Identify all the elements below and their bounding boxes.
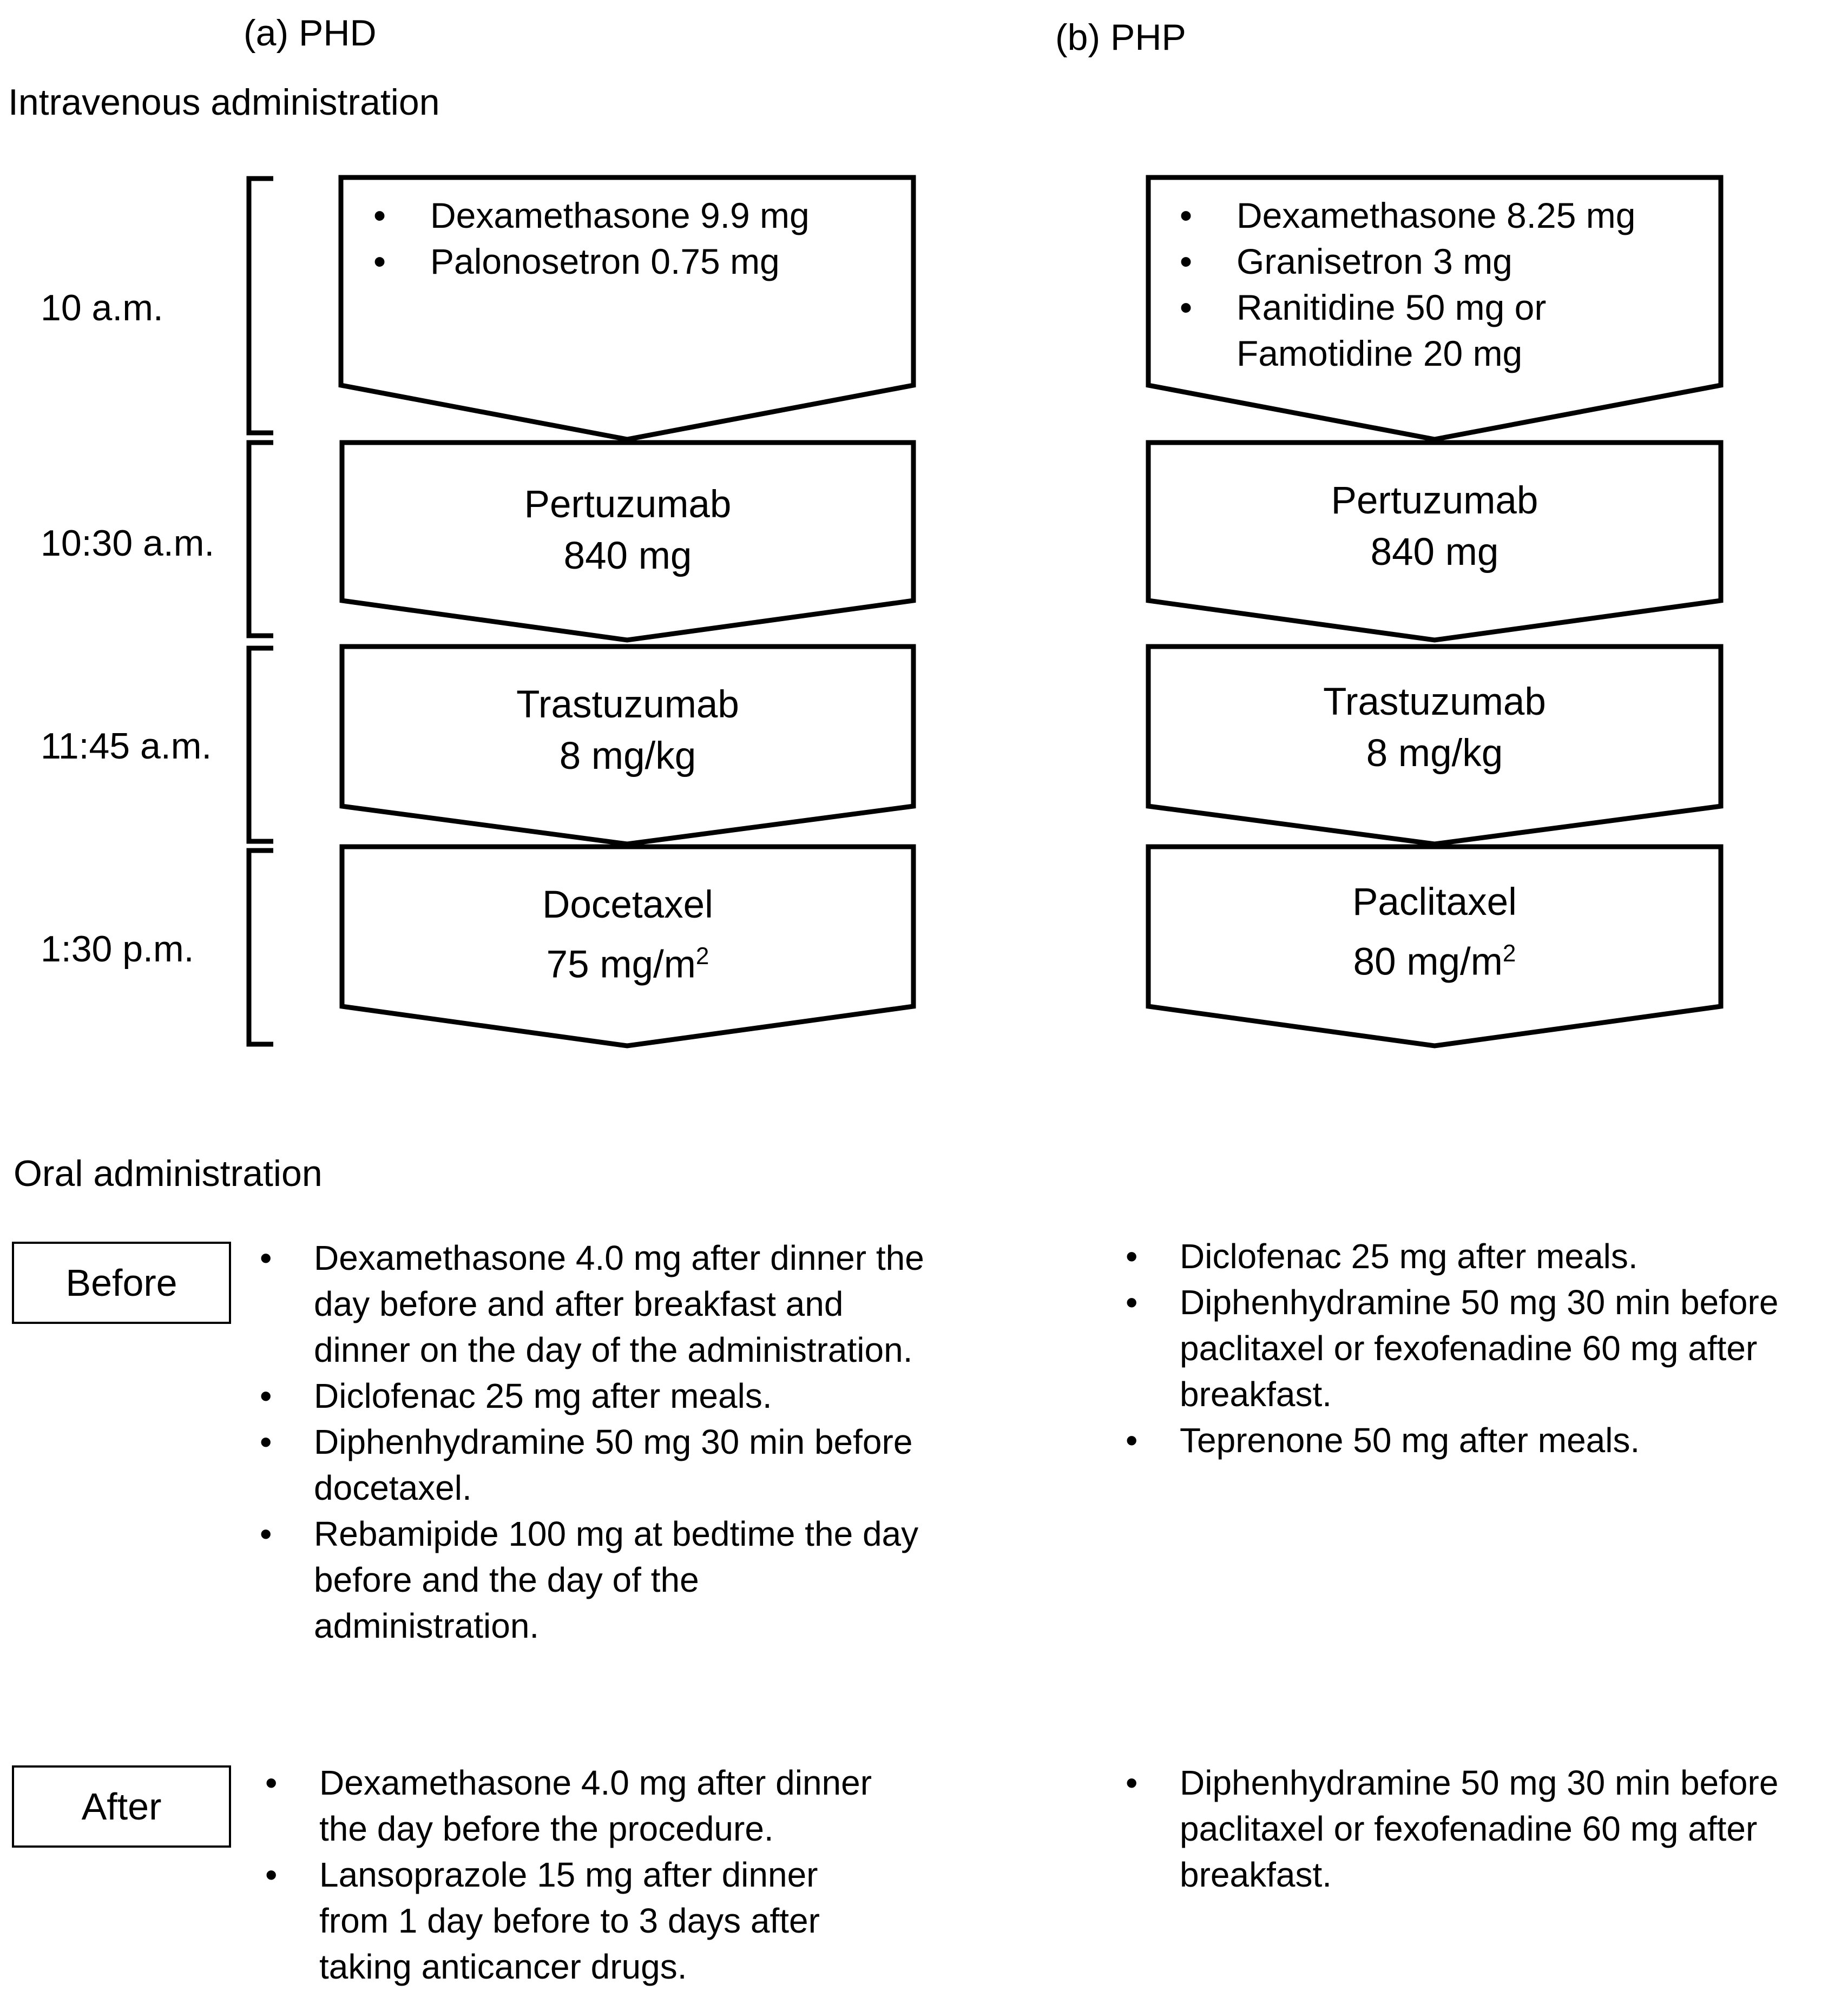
drug-name: Pertuzumab [1331,479,1538,522]
php-arrow-paclitaxel [1146,844,1724,1049]
line: from 1 day before to 3 days after [319,1901,820,1940]
line: administration. [314,1606,540,1645]
line: Diphenhydramine 50 mg 30 min before [1180,1283,1779,1322]
drug-dose: 840 mg [1370,531,1499,573]
drug-name: Docetaxel [542,884,713,926]
php-arrow-trastuzumab [1146,644,1724,847]
bracket-1030am [246,440,273,638]
line: Dexamethasone 4.0 mg after dinner the [314,1238,924,1277]
php-premed-list: Dexamethasone 8.25 mg Granisetron 3 mg R… [1180,193,1636,377]
phd-arrow-docetaxel [339,844,916,1049]
line: Diclofenac 25 mg after meals. [314,1376,772,1415]
line: paclitaxel or fexofenadine 60 mg after [1180,1329,1758,1368]
line: breakfast. [1180,1855,1332,1894]
drug-dose-value: 75 mg/m [546,943,696,986]
list-item: Palonosetron 0.75 mg [373,239,810,285]
line: Diphenhydramine 50 mg 30 min before [1180,1763,1779,1802]
phd-pertuzumab-label: Pertuzumab 840 mg [342,479,913,582]
phd-premed-list: Dexamethasone 9.9 mg Palonosetron 0.75 m… [373,193,810,285]
column-title-phd: (a) PHD [244,12,377,54]
list-item: Granisetron 3 mg [1180,239,1635,285]
before-tag: Before [12,1242,231,1324]
php-trastuzumab-label: Trastuzumab 8 mg/kg [1148,676,1721,779]
section-title-oral: Oral administration [14,1153,323,1194]
php-pertuzumab-label: Pertuzumab 840 mg [1148,475,1721,578]
drug-name: Trastuzumab [516,683,739,726]
drug-name: Trastuzumab [1323,681,1546,723]
list-item: Diclofenac 25 mg after meals. [1126,1234,1778,1280]
line: paclitaxel or fexofenadine 60 mg after [1180,1809,1758,1848]
line: Teprenone 50 mg after meals. [1180,1421,1640,1460]
line: dinner on the day of the administration. [314,1330,913,1369]
time-label-130pm: 1:30 p.m. [41,928,194,970]
php-arrow-pertuzumab [1146,440,1724,643]
line: breakfast. [1180,1375,1332,1414]
drug-dose: 80 mg/m2 [1148,928,1721,988]
php-paclitaxel-label: Paclitaxel 80 mg/m2 [1148,876,1721,988]
list-item: Dexamethasone 8.25 mg [1180,193,1636,239]
line: Lansoprazole 15 mg after dinner [319,1855,818,1894]
drug-dose: 8 mg/kg [559,735,696,777]
line: docetaxel. [314,1468,472,1507]
list-item: Dexamethasone 4.0 mg after dinner the da… [260,1235,924,1373]
list-item: Lansoprazole 15 mg after dinner from 1 d… [265,1852,872,1990]
line: taking anticancer drugs. [319,1947,687,1986]
drug-name: Pertuzumab [524,483,732,526]
after-tag: After [12,1765,231,1848]
line: Diphenhydramine 50 mg 30 min before [314,1422,913,1461]
phd-arrow-trastuzumab [339,644,916,847]
phd-arrow-premed [338,175,916,442]
php-arrow-premed [1146,175,1724,442]
line: the day before the procedure. [319,1809,774,1848]
list-item: Ranitidine 50 mg or [1180,285,1635,331]
list-item: Diphenhydramine 50 mg 30 min before doce… [260,1419,924,1511]
line: Dexamethasone 4.0 mg after dinner [319,1763,872,1802]
phd-docetaxel-label: Docetaxel 75 mg/m2 [342,879,913,991]
php-before-list: Diclofenac 25 mg after meals. Diphenhydr… [1126,1234,1779,1464]
time-label-10am: 10 a.m. [41,287,163,328]
line: Diclofenac 25 mg after meals. [1180,1237,1638,1276]
list-item: Dexamethasone 4.0 mg after dinner the da… [265,1760,872,1852]
drug-dose: 75 mg/m2 [342,931,913,991]
list-item: Diphenhydramine 50 mg 30 min before pacl… [1126,1280,1779,1418]
list-item no-bullet: Famotidine 20 mg [1237,333,1523,373]
list-item: Rebamipide 100 mg at bedtime the day bef… [260,1511,924,1649]
phd-trastuzumab-label: Trastuzumab 8 mg/kg [342,679,913,782]
bracket-10am [246,176,273,436]
php-after-list: Diphenhydramine 50 mg 30 min before pacl… [1126,1760,1779,1898]
phd-after-list: Dexamethasone 4.0 mg after dinner the da… [265,1760,872,1990]
drug-dose-exponent: 2 [695,943,709,970]
section-title-intravenous: Intravenous administration [8,82,440,123]
list-item: Diclofenac 25 mg after meals. [260,1373,924,1419]
list-item: Teprenone 50 mg after meals. [1126,1418,1778,1464]
bracket-130pm [246,848,273,1047]
phd-before-list: Dexamethasone 4.0 mg after dinner the da… [260,1235,924,1649]
time-label-1030am: 10:30 a.m. [41,523,215,564]
list-item: Dexamethasone 9.9 mg [373,193,810,239]
phd-arrow-pertuzumab [339,440,916,643]
drug-name: Paclitaxel [1352,881,1517,924]
drug-dose: 840 mg [563,535,692,577]
list-item: Diphenhydramine 50 mg 30 min before pacl… [1126,1760,1779,1898]
line: Rebamipide 100 mg at bedtime the day [314,1514,919,1553]
drug-dose-value: 80 mg/m [1353,940,1503,984]
column-title-php: (b) PHP [1055,17,1186,58]
line: before and the day of the [314,1560,699,1599]
drug-dose-exponent: 2 [1502,940,1516,967]
bracket-1145am [246,645,273,844]
line: day before and after breakfast and [314,1284,844,1323]
drug-dose: 8 mg/kg [1366,732,1503,775]
time-label-1145am: 11:45 a.m. [41,726,212,767]
